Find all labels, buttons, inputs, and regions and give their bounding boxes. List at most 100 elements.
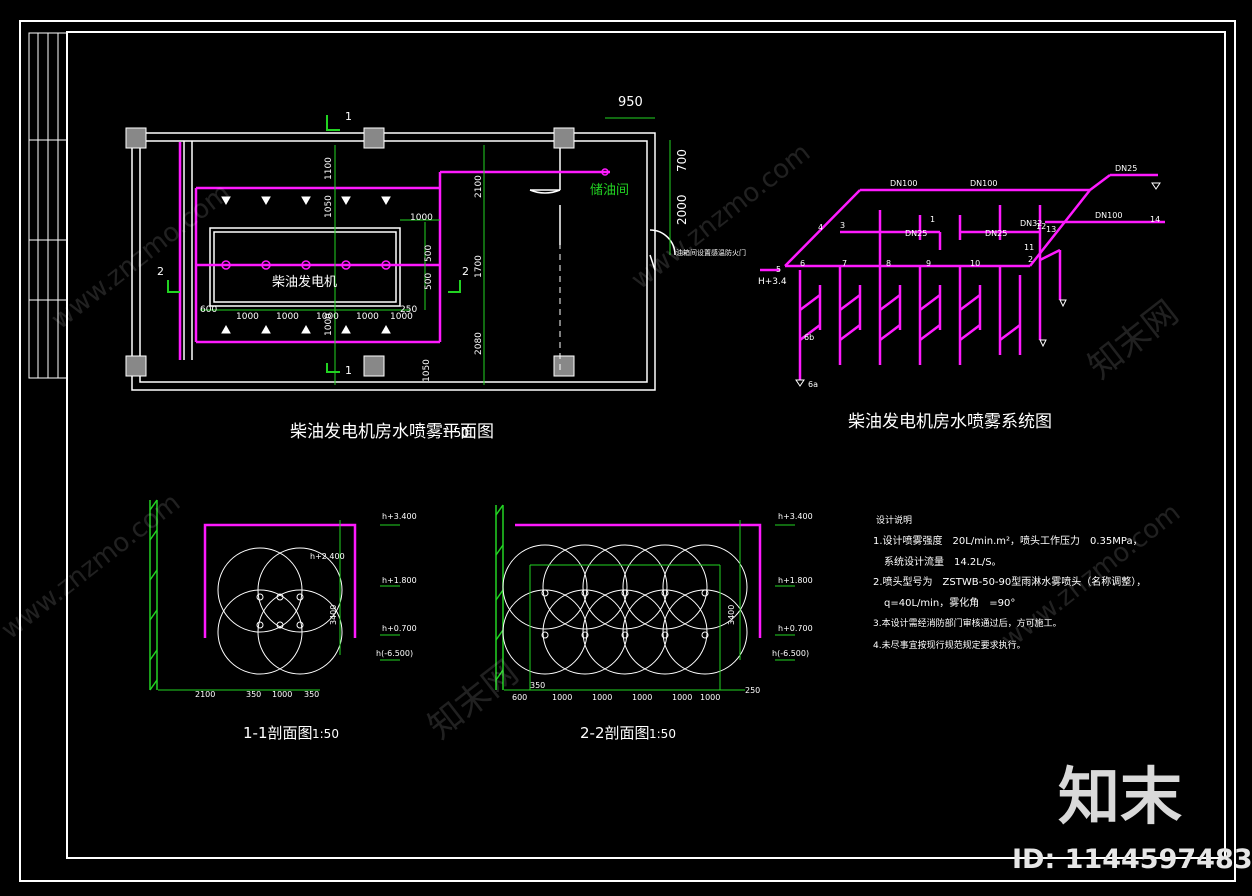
- s2-spray-circles: [502, 544, 748, 675]
- section-1-top-label: 1: [345, 110, 352, 123]
- sys-dn100-1: DN100: [890, 179, 917, 188]
- s1-elev-0700: h+0.700: [382, 624, 417, 633]
- sys-dn100-2: DN100: [970, 179, 997, 188]
- dim-700: 700: [675, 149, 689, 172]
- s2-dim-1000-5: 1000: [700, 693, 720, 702]
- s1-dim-350a: 350: [246, 690, 261, 699]
- plan-note-small: 油箱间设置感温防火门: [676, 248, 746, 257]
- notes-line4: 4.未尽事宜按现行规范规定要求执行。: [873, 639, 1026, 651]
- title-block-strip: [28, 32, 68, 379]
- section-1-1: h+3.400 h+2.400 h+1.800 h+0.700 h(-6.500…: [149, 499, 417, 742]
- s1-wall: [149, 499, 158, 691]
- node-6a: 6a: [808, 380, 818, 389]
- dim-1000a: 1000: [324, 313, 334, 336]
- s2-elev-top: h+3.400: [778, 512, 813, 521]
- plan-title: 柴油发电机房水喷雾平面图: [290, 422, 494, 442]
- notes-line2b: q=40L/min，雾化角 =90°: [884, 596, 1015, 609]
- dim-1050a: 1050: [324, 195, 334, 218]
- s2-dim-600: 600: [512, 693, 527, 702]
- s2-wall: [495, 504, 504, 690]
- s1-dim-2100: 2100: [195, 690, 215, 699]
- s2-dim-1000-2: 1000: [592, 693, 612, 702]
- s1-elev-top: h+3.400: [382, 512, 417, 521]
- node-6: 6: [800, 259, 805, 268]
- notes-line3: 3.本设计需经消防部门审核通过后，方可施工。: [873, 617, 1062, 629]
- plan-dimension-lines: [200, 117, 671, 385]
- s1-texts: h+3.400 h+2.400 h+1.800 h+0.700 h(-6.500…: [195, 512, 417, 699]
- node-6b: 6b: [804, 333, 814, 342]
- s1-dims: [158, 520, 400, 691]
- notes-heading: 设计说明: [876, 514, 912, 526]
- sys-dn25-2: DN25: [905, 229, 927, 238]
- plan-dim-texts: 700 2000 1100 1050 1000 1050 2100 1700 2…: [200, 149, 689, 382]
- s1-elev-floor: h(-6.500): [376, 649, 413, 658]
- s1-dim-350b: 350: [304, 690, 319, 699]
- sys-elev: H+3.4: [758, 277, 787, 287]
- system-nozzles: [795, 182, 1161, 387]
- sys-dn32-a: DN32: [1020, 219, 1042, 228]
- node-1: 1: [930, 215, 935, 224]
- dim-1050b: 1050: [422, 359, 432, 382]
- plan-scale: 1:50: [442, 426, 469, 440]
- plan-section-marks: [167, 115, 461, 373]
- dim-950: 950: [618, 95, 643, 110]
- system-labels: DN100 DN100 DN25 DN100 DN25 DN25 DN32 H+…: [758, 164, 1160, 389]
- node-7: 7: [842, 259, 847, 268]
- dim-500a: 500: [424, 245, 434, 262]
- sys-dn25-1: DN25: [1115, 164, 1137, 173]
- notes-line1: 1.设计喷雾强度 20L/min.m²，喷头工作压力 0.35MPa，: [873, 534, 1143, 547]
- dim-1000-top: 1000: [410, 213, 433, 223]
- dim-2000: 2000: [675, 194, 689, 225]
- drawing-frame: [19, 20, 1236, 882]
- dim-1100: 1100: [324, 157, 334, 180]
- bottom-dim-4: 1000: [356, 312, 379, 322]
- s2-dims: [504, 520, 795, 691]
- s2-dim-3400: 3400: [727, 605, 736, 625]
- brand-logo: 知末: [1058, 760, 1182, 833]
- plan-view: 1 1 2 2 柴油发电机 储油间 950 油箱间设置感温防火门 700 200…: [125, 95, 746, 442]
- node-5: 5: [776, 265, 781, 274]
- section2-title: 2-2剖面图: [580, 724, 650, 742]
- s2-elev-1800: h+1.800: [778, 576, 813, 585]
- s2-elev-0700: h+0.700: [778, 624, 813, 633]
- notes-line1b: 系统设计流量 14.2L/S。: [884, 555, 1002, 568]
- node-11: 11: [1024, 243, 1034, 252]
- sys-dn100-3: DN100: [1095, 211, 1122, 220]
- dim-250: 250: [400, 305, 417, 315]
- s1-pipes: [203, 523, 357, 638]
- s1-dim-3400: 3400: [329, 605, 338, 625]
- plan-nozzle-arrows-top: [221, 196, 391, 334]
- bottom-dim-2: 1000: [276, 312, 299, 322]
- brand-id: ID: 1144597483: [1012, 844, 1252, 875]
- s2-elev-floor: h(-6.500): [772, 649, 809, 658]
- plan-pipes: [178, 142, 610, 360]
- s2-dim-1000-3: 1000: [632, 693, 652, 702]
- plan-sprinkler-heads: [221, 168, 609, 270]
- s1-elev-1800: h+1.800: [382, 576, 417, 585]
- oil-room-label: 储油间: [590, 183, 629, 198]
- node-12: 12: [1036, 222, 1046, 231]
- dim-2080: 2080: [474, 332, 484, 355]
- node-8: 8: [886, 259, 891, 268]
- s2-dim-350: 350: [530, 681, 545, 690]
- s2-texts: h+3.400 h+1.800 h+0.700 h(-6.500) 3400 3…: [512, 512, 813, 702]
- plan-section-labels: 1 1 2 2: [157, 110, 469, 377]
- dim-500b: 500: [424, 273, 434, 290]
- node-13: 13: [1046, 225, 1056, 234]
- generator-label: 柴油发电机: [272, 274, 337, 290]
- node-4: 4: [818, 223, 823, 232]
- watermark-3: www.znzmo.com: [0, 488, 186, 646]
- s2-dim-1000-1: 1000: [552, 693, 572, 702]
- node-9: 9: [926, 259, 931, 268]
- notes-line2: 2.喷头型号为 ZSTWB-50-90型雨淋水雾喷头（名称调整），: [873, 575, 1146, 588]
- system-pipes: [760, 173, 1165, 380]
- plan-columns: [125, 127, 575, 377]
- s2-dim-1000-4: 1000: [672, 693, 692, 702]
- section1-title: 1-1剖面图: [243, 724, 313, 742]
- s2-dim-250: 250: [745, 686, 760, 695]
- node-3: 3: [840, 221, 845, 230]
- s2-pipes: [515, 523, 762, 638]
- system-title: 柴油发电机房水喷雾系统图: [848, 412, 1052, 432]
- dim-600: 600: [200, 305, 217, 315]
- node-10: 10: [970, 259, 980, 268]
